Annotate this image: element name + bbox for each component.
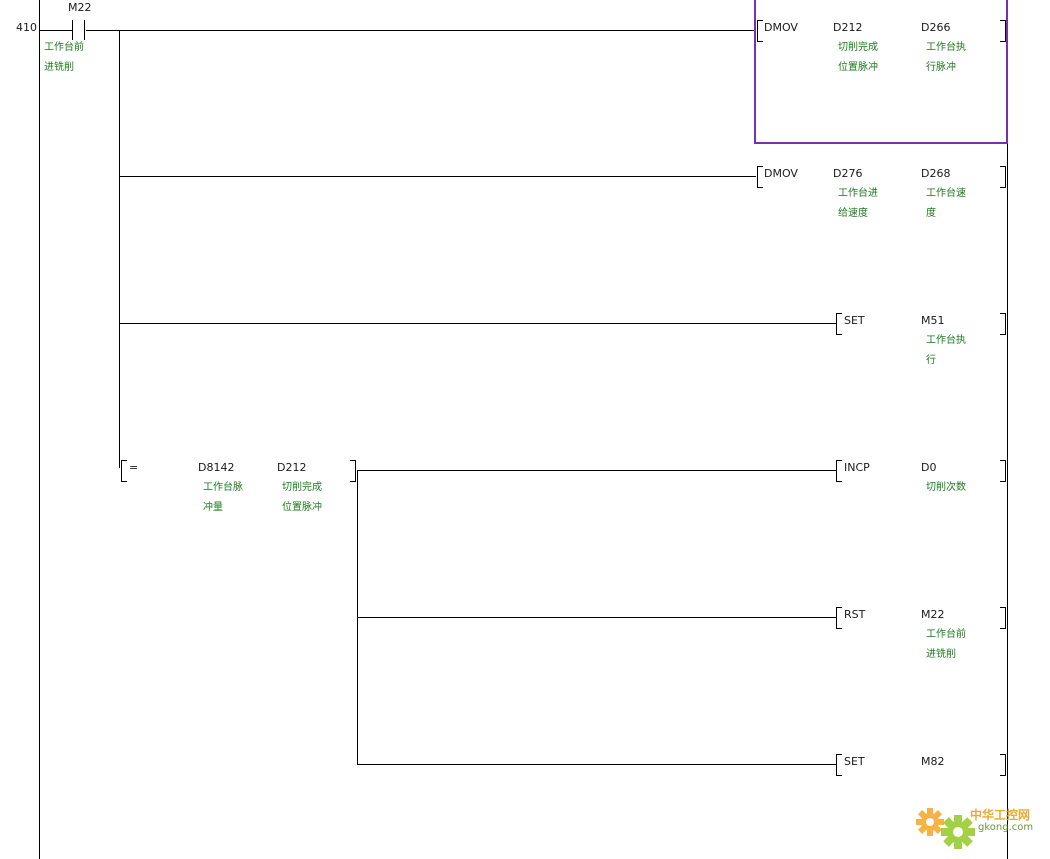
- branch-bus: [119, 30, 120, 468]
- instruction-bracket-left: [836, 754, 842, 776]
- dest-comment: 工作台前: [926, 629, 966, 640]
- dest-comment: 度: [926, 208, 936, 219]
- dest-operand[interactable]: D0: [921, 461, 937, 474]
- source-comment: 切削完成: [838, 42, 878, 53]
- dest-operand[interactable]: D266: [921, 21, 951, 34]
- left-power-rail: [39, 0, 40, 859]
- contact-comment: 进铣削: [44, 62, 74, 73]
- instruction-bracket-left: [836, 313, 842, 335]
- dest-operand[interactable]: D268: [921, 167, 951, 180]
- contact-device: M22: [68, 1, 92, 14]
- instruction-bracket-right: [1000, 313, 1006, 335]
- rung-wire: [119, 176, 756, 177]
- rung-wire: [357, 617, 836, 618]
- source-comment: 给速度: [838, 208, 868, 219]
- dest-comment: 工作台执: [926, 335, 966, 346]
- instruction-bracket-left: [757, 166, 763, 188]
- selection-cursor[interactable]: [754, 0, 1008, 144]
- compare-op[interactable]: =: [129, 461, 139, 474]
- contact-comment: 工作台前: [44, 42, 84, 53]
- instruction-bracket-left: [757, 20, 763, 42]
- compare-operand-2[interactable]: D212: [277, 461, 307, 474]
- rung-wire: [119, 323, 836, 324]
- source-comment: 位置脉冲: [838, 62, 878, 73]
- instruction-op[interactable]: INCP: [844, 461, 870, 474]
- compare-comment-2: 切削完成: [282, 482, 322, 493]
- dest-comment: 工作台执: [926, 42, 966, 53]
- dest-comment: 行: [926, 355, 936, 366]
- dest-comment: 行脉冲: [926, 62, 956, 73]
- right-power-rail: [1007, 0, 1008, 859]
- dest-operand[interactable]: M22: [921, 608, 945, 621]
- instruction-bracket-right: [1000, 460, 1006, 482]
- compare-comment-1: 工作台脉: [203, 482, 243, 493]
- rung-wire: [357, 470, 836, 471]
- compare-comment-2: 位置脉冲: [282, 502, 322, 513]
- instruction-bracket-right: [1000, 607, 1006, 629]
- instruction-bracket-left: [836, 607, 842, 629]
- instruction-bracket-right: [1000, 20, 1006, 42]
- dest-comment: 工作台速: [926, 188, 966, 199]
- normally-open-contact[interactable]: [72, 20, 86, 40]
- instruction-bracket-right: [1000, 754, 1006, 776]
- rung-wire: [357, 764, 836, 765]
- dest-comment: 进铣削: [926, 649, 956, 660]
- instruction-op[interactable]: RST: [844, 608, 866, 621]
- watermark-brand: 中华工控网: [970, 808, 1031, 822]
- gear-icon: [916, 808, 975, 849]
- instruction-op[interactable]: SET: [844, 755, 865, 768]
- source-operand[interactable]: D212: [833, 21, 863, 34]
- instruction-bracket-right: [1000, 166, 1006, 188]
- instruction-bracket-left: [836, 460, 842, 482]
- rung-wire: [86, 30, 756, 31]
- instruction-op[interactable]: DMOV: [764, 21, 798, 34]
- source-comment: 工作台进: [838, 188, 878, 199]
- instruction-op[interactable]: SET: [844, 314, 865, 327]
- dest-operand[interactable]: M82: [921, 755, 945, 768]
- step-number: 410: [16, 21, 37, 34]
- compare-operand-1[interactable]: D8142: [198, 461, 235, 474]
- source-operand[interactable]: D276: [833, 167, 863, 180]
- compare-bracket-left: [121, 460, 127, 482]
- compare-bracket-right: [350, 460, 356, 482]
- watermark-domain: gkong.com: [978, 822, 1034, 833]
- watermark-logo: 中华工控网 gkong.com: [912, 800, 1048, 856]
- instruction-op[interactable]: DMOV: [764, 167, 798, 180]
- dest-operand[interactable]: M51: [921, 314, 945, 327]
- compare-comment-1: 冲量: [203, 502, 223, 513]
- dest-comment: 切削次数: [926, 482, 966, 493]
- rung-wire: [39, 30, 72, 31]
